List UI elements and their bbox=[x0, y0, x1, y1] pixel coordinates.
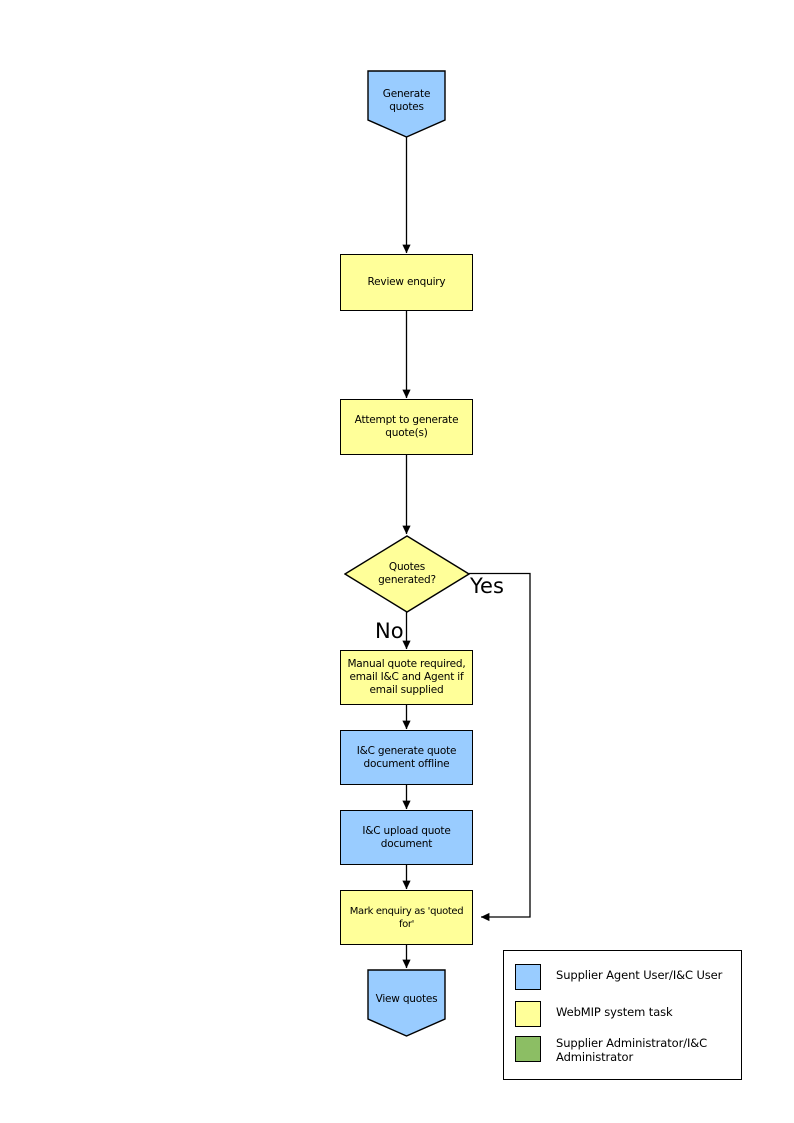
node-mark-enquiry-quoted-for[interactable]: Mark enquiry as 'quoted for' bbox=[340, 890, 473, 945]
legend-item-supplier-administrator: Supplier Administrator/I&C Administrator bbox=[515, 1036, 707, 1064]
node-review-enquiry[interactable]: Review enquiry bbox=[340, 254, 473, 311]
legend-label-supplier-agent-user: Supplier Agent User/I&C User bbox=[556, 968, 723, 982]
legend-item-webmip-system-task: WebMIP system task bbox=[515, 1001, 673, 1027]
node-view-quotes[interactable]: View quotes bbox=[367, 969, 446, 1037]
node-manual-quote-required-label: Manual quote required, email I&C and Age… bbox=[347, 658, 466, 696]
node-generate-quotes-label: Generate quotes bbox=[382, 88, 431, 113]
node-ic-generate-quote-document-label: I&C generate quote document offline bbox=[356, 744, 457, 770]
branch-label-yes: Yes bbox=[470, 574, 504, 598]
node-ic-upload-quote-document-label: I&C upload quote document bbox=[362, 824, 451, 850]
node-generate-quotes[interactable]: Generate quotes bbox=[367, 70, 446, 138]
node-manual-quote-required[interactable]: Manual quote required, email I&C and Age… bbox=[340, 650, 473, 705]
legend-label-supplier-administrator: Supplier Administrator/I&C Administrator bbox=[556, 1036, 708, 1064]
legend-swatch-blue bbox=[515, 964, 541, 990]
node-ic-upload-quote-document[interactable]: I&C upload quote document bbox=[340, 810, 473, 865]
node-attempt-generate-quotes-label: Attempt to generate quote(s) bbox=[354, 414, 459, 439]
node-quotes-generated-label: Quotes generated? bbox=[378, 561, 436, 586]
node-quotes-generated-decision[interactable]: Quotes generated? bbox=[344, 535, 470, 613]
legend: Supplier Agent User/I&C User WebMIP syst… bbox=[503, 950, 742, 1080]
node-review-enquiry-label: Review enquiry bbox=[367, 276, 446, 288]
legend-label-webmip-system-task: WebMIP system task bbox=[556, 1005, 673, 1019]
legend-swatch-yellow bbox=[515, 1001, 541, 1027]
node-attempt-generate-quotes[interactable]: Attempt to generate quote(s) bbox=[340, 399, 473, 455]
legend-swatch-green bbox=[515, 1036, 541, 1062]
branch-label-no: No bbox=[375, 619, 404, 643]
connector-decision-yes-to-mark bbox=[469, 572, 531, 922]
node-ic-generate-quote-document[interactable]: I&C generate quote document offline bbox=[340, 730, 473, 785]
node-view-quotes-label: View quotes bbox=[375, 993, 438, 1005]
legend-item-supplier-agent-user: Supplier Agent User/I&C User bbox=[515, 964, 722, 990]
node-mark-enquiry-quoted-for-label: Mark enquiry as 'quoted for' bbox=[349, 905, 464, 930]
